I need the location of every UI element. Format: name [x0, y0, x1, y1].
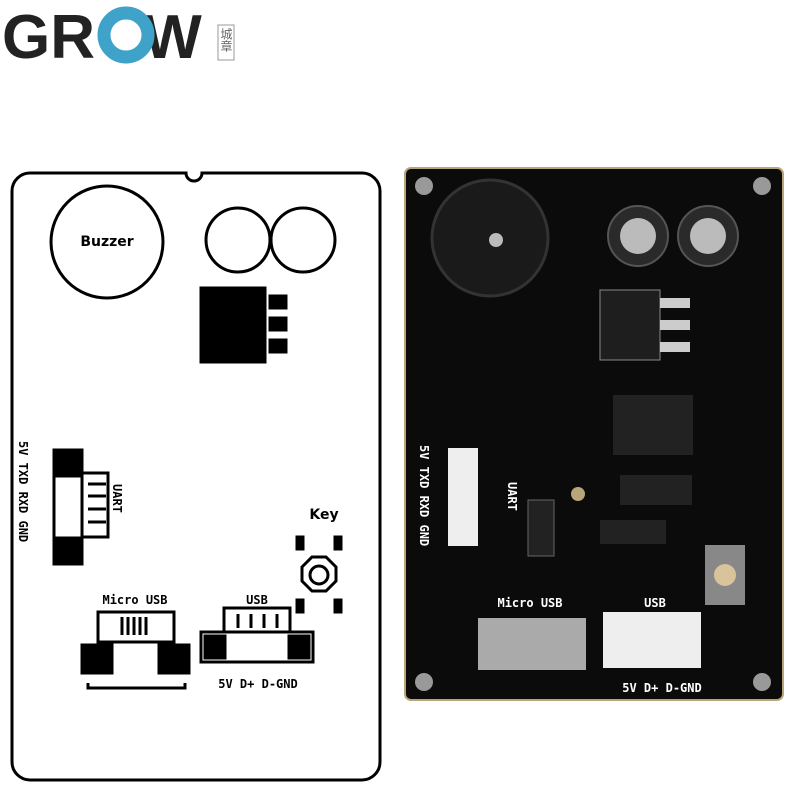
screw-icon	[415, 673, 433, 691]
micro-usb-port	[478, 618, 586, 670]
board-uart-pins-label: 5V TXD RXD GND	[417, 445, 431, 546]
board-outline	[10, 171, 382, 782]
capacitor-outline	[269, 206, 337, 274]
micro-usb-label: Micro USB	[102, 593, 167, 607]
key-outline	[300, 555, 338, 593]
usb-connector	[603, 612, 701, 668]
board-uart-label: UART	[505, 482, 519, 511]
screw-icon	[415, 177, 433, 195]
screw-icon	[753, 673, 771, 691]
regulator	[199, 286, 267, 364]
uart-connector	[448, 448, 478, 546]
board-micro-usb-label: Micro USB	[497, 596, 562, 610]
logo-seal: 城章	[219, 28, 233, 52]
buzzer-label: Buzzer	[80, 234, 133, 250]
grow-logo: GROW 城章	[2, 3, 235, 72]
usb-pins-label: 5V D+ D-GND	[218, 677, 297, 691]
pcb-photo	[404, 167, 784, 701]
key-label: Key	[309, 507, 338, 523]
micro-usb-outline	[96, 610, 176, 644]
board-diagram	[10, 171, 382, 782]
board-usb-label: USB	[644, 596, 666, 610]
usb-outline	[199, 630, 315, 664]
usb-label: USB	[246, 593, 268, 607]
uart-pins-label: 5V TXD RXD GND	[16, 441, 30, 542]
capacitor-outline	[204, 206, 272, 274]
board-usb-pins-label: 5V D+ D-GND	[622, 681, 701, 695]
buzzer-outline	[49, 184, 165, 300]
screw-icon	[753, 177, 771, 195]
uart-label: UART	[110, 484, 124, 513]
fingerprint-logo-icon	[97, 6, 155, 64]
